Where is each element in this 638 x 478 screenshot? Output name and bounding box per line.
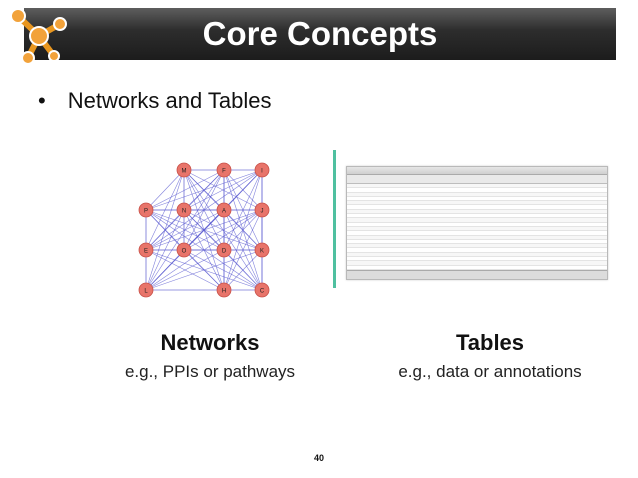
networks-caption: e.g., PPIs or pathways <box>124 362 296 381</box>
network-node-circle <box>254 162 270 178</box>
bullet-item: • Networks and Tables <box>38 88 272 114</box>
network-node-label: C <box>260 289 265 295</box>
table-row <box>347 197 607 202</box>
network-node: F <box>216 162 232 178</box>
network-node-label: P <box>144 209 148 215</box>
table-header-row <box>347 175 607 184</box>
table-row <box>347 209 607 215</box>
divider-line <box>333 150 336 288</box>
network-edge <box>145 209 225 251</box>
network-node-circle <box>216 242 232 258</box>
network-edge <box>145 249 225 291</box>
network-edge <box>145 169 263 211</box>
table-row <box>347 226 607 232</box>
table-footer <box>347 270 607 279</box>
network-node: A <box>216 202 232 218</box>
table-row <box>347 218 607 223</box>
network-node-circle <box>254 202 270 218</box>
network-edge <box>183 209 263 251</box>
network-node: O <box>176 242 192 258</box>
network-edge <box>223 209 263 251</box>
table-row <box>347 205 607 210</box>
table-row <box>347 244 607 249</box>
network-node: L <box>138 282 154 298</box>
table-row <box>347 248 607 253</box>
network-node-label: N <box>182 209 186 215</box>
network-node: N <box>176 202 192 218</box>
networks-heading: Networks <box>160 330 260 355</box>
network-node-label: H <box>222 289 226 295</box>
network-node-circle <box>176 202 192 218</box>
network-edge <box>183 249 263 291</box>
network-edge <box>223 249 263 291</box>
table-row <box>347 231 607 236</box>
network-diagram: M F I P N A J E O D K L H C <box>138 162 270 298</box>
network-node: M <box>176 162 192 178</box>
network-node: J <box>254 202 270 218</box>
cytoscape-logo-icon <box>10 8 67 65</box>
network-node-circle <box>216 282 232 298</box>
network-node-circle <box>138 242 154 258</box>
network-node-circle <box>216 162 232 178</box>
table-row <box>347 235 607 240</box>
network-node-label: D <box>222 249 227 255</box>
page-number: 40 <box>313 453 324 463</box>
table-toolbar <box>347 167 607 175</box>
table-body <box>347 184 607 279</box>
tables-heading: Tables <box>455 330 525 355</box>
network-node-label: M <box>182 169 187 175</box>
title-bar: Core Concepts <box>24 8 616 60</box>
network-node: P <box>138 202 154 218</box>
bullet-dot-icon: • <box>38 88 46 113</box>
slide-title: Core Concepts <box>202 15 438 52</box>
network-edge <box>145 209 185 251</box>
network-node-circle <box>138 282 154 298</box>
network-edge <box>145 249 263 291</box>
network-node-label: L <box>144 289 148 295</box>
network-node: E <box>138 242 154 258</box>
bullet-text: Networks and Tables <box>67 88 272 113</box>
network-node-label: J <box>261 209 264 215</box>
table-row <box>347 192 607 197</box>
table-row <box>347 252 607 258</box>
network-edge <box>145 169 185 211</box>
network-edge <box>183 169 263 211</box>
network-edges <box>145 169 263 291</box>
network-edge <box>145 249 185 291</box>
table-row <box>347 188 607 193</box>
table-row <box>347 261 607 266</box>
table-row <box>347 223 607 227</box>
network-node: D <box>216 242 232 258</box>
network-node-label: O <box>182 249 187 255</box>
tables-caption: e.g., data or annotations <box>398 362 582 381</box>
table-row <box>347 201 607 206</box>
network-node-circle <box>254 242 270 258</box>
network-node-label: A <box>222 209 226 215</box>
table-row <box>347 257 607 262</box>
network-node-circle <box>138 202 154 218</box>
network-node-label: F <box>222 169 226 175</box>
network-node-circle <box>176 162 192 178</box>
table-row <box>347 240 607 245</box>
table-row <box>347 184 607 189</box>
table-screenshot <box>346 166 608 280</box>
network-node: H <box>216 282 232 298</box>
network-node-circle <box>216 202 232 218</box>
network-node: K <box>254 242 270 258</box>
table-row <box>347 266 607 270</box>
table-row <box>347 214 607 219</box>
network-edge <box>145 169 225 211</box>
network-node: I <box>254 162 270 178</box>
network-edge <box>145 209 263 251</box>
network-node-label: E <box>144 249 148 255</box>
network-node-circle <box>254 282 270 298</box>
network-node-label: K <box>260 249 264 255</box>
network-node: C <box>254 282 270 298</box>
title-bar-shine <box>24 8 616 30</box>
network-node-circle <box>176 242 192 258</box>
network-node-label: I <box>261 169 263 175</box>
